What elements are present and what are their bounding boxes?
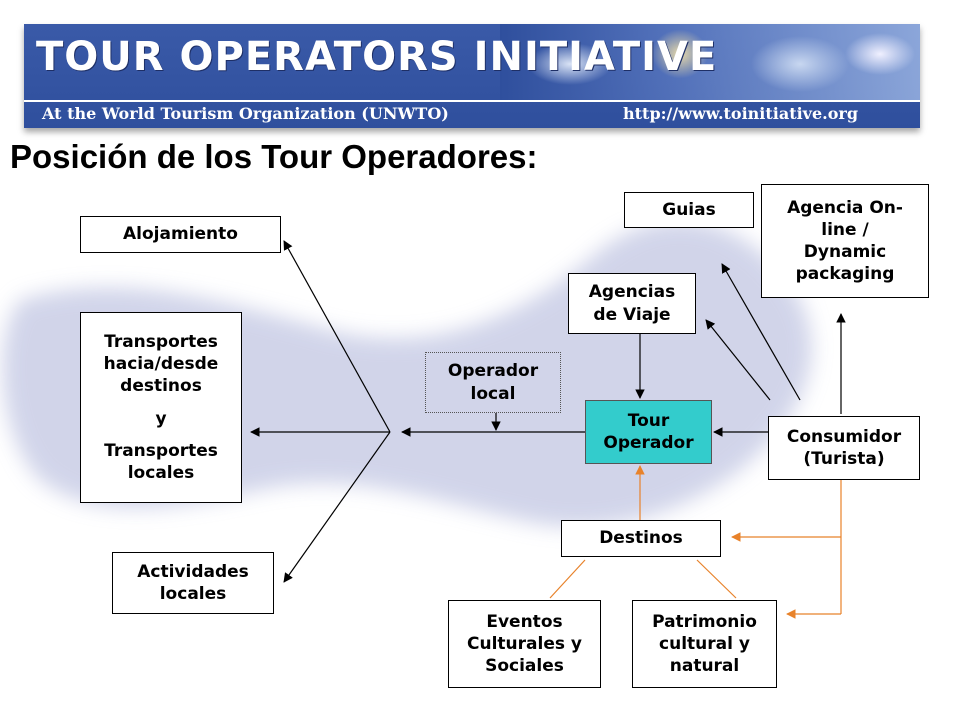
node-alojamiento-label: Alojamiento: [123, 224, 238, 245]
banner-title: TOUR OPERATORS INITIATIVE: [36, 34, 718, 80]
node-actividades-line1: Actividades: [137, 561, 249, 582]
arrow-consumidor-agencias: [705, 319, 771, 401]
node-patrimonio-line1: Patrimonio: [652, 611, 757, 632]
node-operador-local-line2: local: [470, 383, 516, 404]
node-agencias-viaje-line1: Agencias: [588, 282, 676, 303]
node-agencia-online-line2: line /: [821, 219, 869, 240]
node-actividades: Actividades locales: [112, 552, 274, 614]
page-title: Posición de los Tour Operadores:: [10, 138, 538, 175]
arrow-hub-alojamiento: [283, 240, 391, 433]
link-destinos-eventos: [549, 559, 586, 599]
banner-artwork: [500, 24, 920, 102]
node-operador-local: Operador local: [425, 352, 561, 413]
node-consumidor-line2: (Turista): [803, 449, 885, 469]
node-destinos: Destinos: [561, 520, 721, 557]
node-transportes-line6: locales: [127, 462, 195, 483]
node-tour-operador-line2: Operador: [603, 433, 694, 453]
node-agencia-online-line4: packaging: [795, 264, 895, 285]
banner-url[interactable]: http://www.toinitiative.org: [623, 104, 858, 123]
node-transportes-line4: y: [155, 408, 167, 429]
node-transportes-line2: hacia/desde: [103, 354, 219, 375]
node-tour-operador-line1: Tour: [627, 410, 670, 431]
node-agencias-viaje-line2: de Viaje: [593, 304, 671, 325]
node-guias-label: Guias: [662, 199, 716, 220]
node-guias: Guias: [624, 192, 754, 228]
banner-divider: [24, 100, 920, 102]
arrow-consumidor-guias: [721, 263, 801, 401]
node-patrimonio-line3: natural: [669, 656, 740, 677]
node-consumidor-line1: Consumidor: [786, 426, 902, 447]
node-transportes-line1: Transportes: [104, 332, 218, 353]
node-alojamiento: Alojamiento: [80, 216, 281, 253]
node-agencia-online-line1: Agencia On-: [787, 197, 903, 218]
arrow-hub-actividades: [283, 431, 391, 583]
node-actividades-line2: locales: [159, 584, 227, 604]
node-eventos-line2: Culturales y: [467, 633, 582, 654]
node-transportes-line3: destinos: [120, 376, 202, 397]
link-destinos-patrimonio: [696, 559, 737, 599]
node-tour-operador: Tour Operador: [585, 400, 712, 464]
node-transportes-line5: Transportes: [104, 440, 218, 461]
node-eventos-line1: Eventos: [486, 611, 563, 632]
node-eventos: Eventos Culturales y Sociales: [448, 600, 601, 688]
node-eventos-line3: Sociales: [485, 656, 564, 677]
node-patrimonio-line2: cultural y: [659, 633, 750, 654]
banner-organization: At the World Tourism Organization (UNWTO…: [42, 104, 449, 123]
node-agencia-online-line3: Dynamic: [803, 242, 887, 262]
node-destinos-label: Destinos: [599, 528, 683, 549]
node-operador-local-line1: Operador: [447, 361, 539, 382]
node-agencia-online: Agencia On- line / Dynamic packaging: [761, 184, 929, 298]
node-consumidor: Consumidor (Turista): [768, 416, 920, 480]
node-transportes: Transportes hacia/desde destinos y Trans…: [80, 312, 242, 503]
header-banner: TOUR OPERATORS INITIATIVE At the World T…: [24, 24, 920, 128]
node-agencias-viaje: Agencias de Viaje: [568, 273, 696, 334]
node-patrimonio: Patrimonio cultural y natural: [632, 600, 777, 688]
